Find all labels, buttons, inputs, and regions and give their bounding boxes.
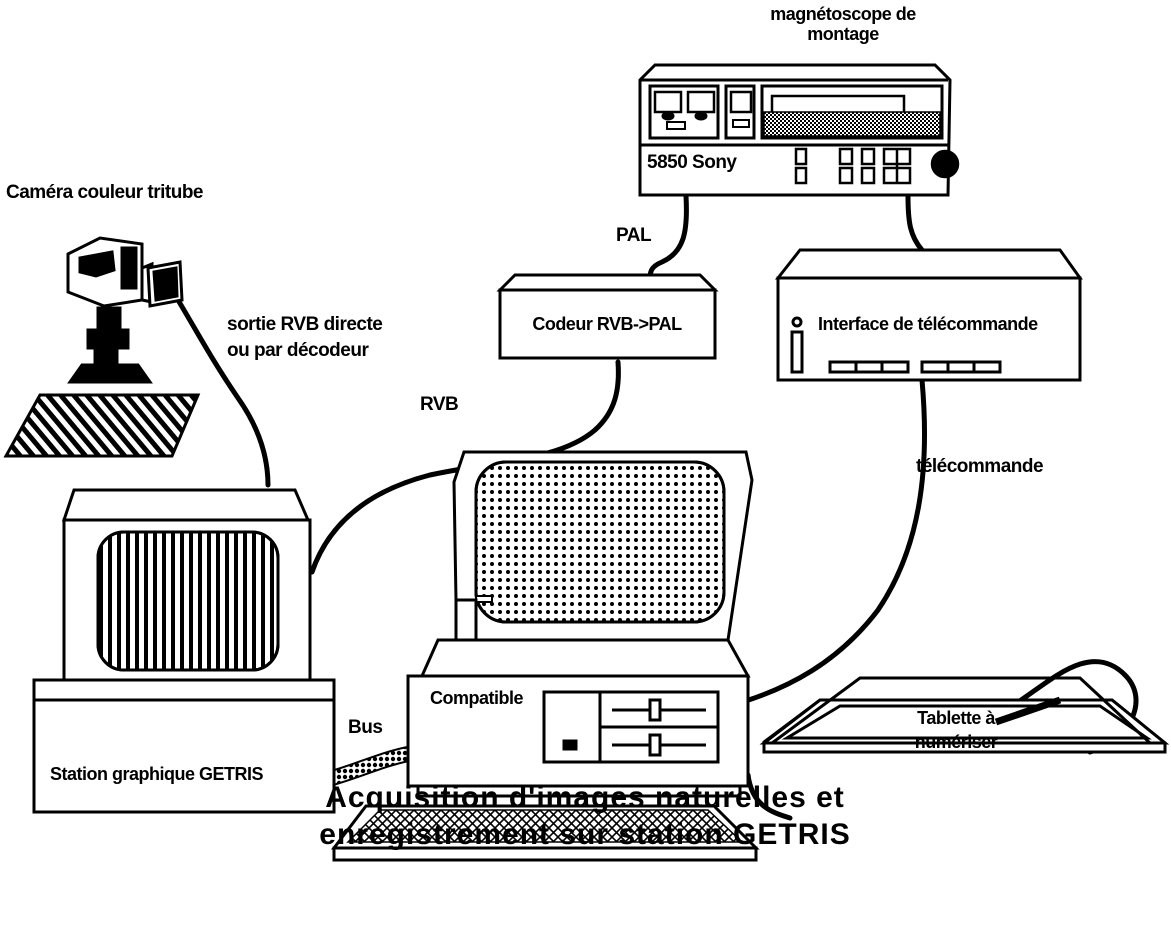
rgb-out-line1: sortie RVB directe	[227, 314, 383, 335]
rgb-out-line2: ou par décodeur	[227, 340, 369, 361]
diagram-caption: Acquisition d'images naturelles et enreg…	[319, 780, 850, 853]
tablet-device	[759, 676, 1170, 754]
camera-device	[3, 236, 201, 458]
coder-label: Codeur RVB->PAL	[532, 314, 682, 334]
caption-line2: enregistrement sur station GETRIS	[319, 817, 851, 851]
cable-vcr-interface	[905, 193, 925, 253]
vcr-model-label: 5850 Sony	[647, 152, 737, 173]
cable-camera-station	[175, 297, 271, 488]
cable-telecommande	[722, 377, 928, 710]
interface-device	[774, 248, 1083, 382]
station-device	[32, 488, 336, 814]
tablet-label-line1: Tablette à	[917, 708, 995, 728]
station-label: Station graphique GETRIS	[50, 764, 264, 784]
coder-device	[496, 273, 719, 360]
vcr-title-line2: montage	[807, 24, 879, 44]
camera-label: Caméra couleur tritube	[6, 182, 204, 203]
rvb-label: RVB	[420, 394, 459, 415]
pal-label: PAL	[616, 225, 652, 246]
cable-pal	[647, 193, 689, 285]
vcr-controls	[794, 147, 960, 185]
remote-label: télécommande	[916, 456, 1044, 477]
pc-label: Compatible	[430, 688, 524, 708]
bus-label: Bus	[348, 717, 383, 738]
pc-device	[330, 450, 760, 862]
vcr-device	[638, 63, 952, 197]
caption-line1: Acquisition d'images naturelles et	[325, 781, 845, 814]
interface-label: Interface de télécommande	[818, 314, 1038, 334]
vcr-title-line1: magnétoscope de	[770, 4, 916, 24]
cable-pc-tablet	[745, 772, 793, 821]
tablet-label-line2: numériser	[914, 732, 998, 752]
